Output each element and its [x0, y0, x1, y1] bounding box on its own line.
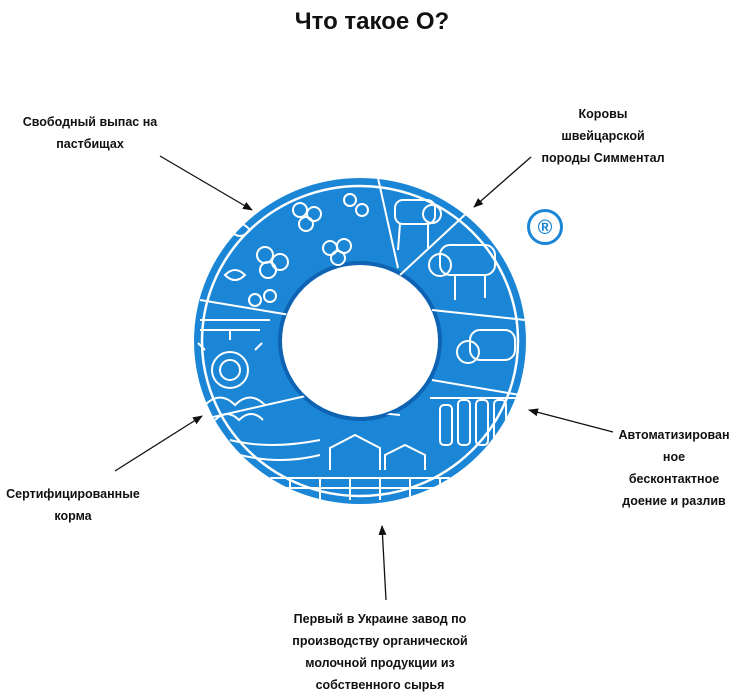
sun-icon	[197, 319, 270, 422]
callout-arrows	[114, 155, 614, 601]
callout-milking: Автоматизирован ное бесконтактное доение…	[618, 428, 730, 508]
divider	[199, 394, 311, 421]
arrow-pasture	[159, 155, 253, 211]
divider	[199, 299, 291, 316]
cow-icon	[394, 199, 496, 300]
divider	[431, 379, 521, 396]
arrow-cows	[473, 156, 532, 208]
page-title: Что такое О?	[294, 8, 450, 35]
trademark-symbol: ®	[538, 217, 553, 239]
cow-icon	[456, 329, 516, 364]
arrow-milking	[528, 408, 614, 433]
registered-trademark-icon: ®	[527, 209, 563, 245]
arrow-factory	[378, 525, 387, 601]
milk-bottle-icon	[430, 397, 520, 446]
divider	[431, 309, 526, 321]
divider	[399, 209, 471, 276]
callout-factory: Первый в Украине завод по производству о…	[292, 612, 468, 692]
callout-pasture: Свободный выпас на пастбищах	[22, 115, 158, 151]
divider	[377, 178, 399, 269]
arrow-feed	[114, 415, 203, 472]
o-logo-ring	[194, 178, 526, 504]
callout-cows: Коровы швейцарской породы Симментал	[541, 107, 665, 165]
callout-feed: Сертифицированные корма	[6, 487, 140, 523]
